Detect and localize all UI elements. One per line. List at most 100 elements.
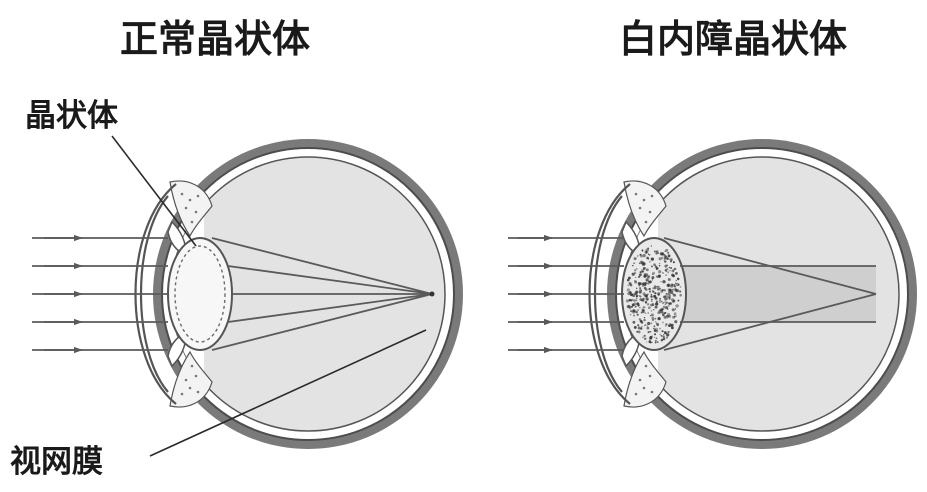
speckle bbox=[645, 297, 649, 301]
speckle bbox=[674, 287, 677, 290]
speckle bbox=[677, 299, 680, 302]
speckle bbox=[636, 302, 640, 306]
speckle bbox=[643, 317, 646, 319]
speckle bbox=[677, 284, 680, 286]
speckle bbox=[643, 318, 646, 322]
speckle bbox=[656, 287, 659, 290]
speckle bbox=[660, 335, 663, 337]
speckle bbox=[659, 327, 661, 330]
speckle bbox=[655, 322, 658, 325]
speckle bbox=[644, 301, 647, 304]
speckle bbox=[670, 267, 673, 269]
normal-eye bbox=[32, 139, 463, 449]
speckle bbox=[651, 298, 653, 301]
speckle bbox=[644, 284, 647, 287]
speckle bbox=[630, 310, 633, 313]
speckle bbox=[649, 315, 652, 317]
speckle bbox=[652, 290, 655, 293]
speckle bbox=[647, 253, 650, 255]
speckle bbox=[673, 315, 676, 318]
speckle bbox=[629, 283, 633, 287]
speckle bbox=[658, 264, 661, 267]
speckle bbox=[654, 305, 658, 309]
speckle bbox=[636, 268, 638, 270]
speckle bbox=[663, 333, 665, 336]
speckle bbox=[665, 268, 669, 271]
speckle bbox=[668, 330, 670, 333]
speckle bbox=[644, 323, 647, 326]
speckle bbox=[660, 281, 662, 283]
speckle bbox=[642, 266, 646, 270]
speckle bbox=[636, 330, 639, 333]
speckle bbox=[650, 322, 653, 325]
speckle bbox=[647, 330, 650, 334]
scattered-rays bbox=[663, 237, 877, 351]
speckle bbox=[631, 293, 633, 296]
speckle bbox=[673, 312, 677, 316]
speckle bbox=[666, 257, 669, 260]
speckle bbox=[675, 315, 678, 317]
speckle bbox=[672, 300, 675, 304]
speckle bbox=[653, 328, 655, 330]
speckle bbox=[653, 286, 657, 290]
speckle bbox=[629, 298, 632, 301]
speckle bbox=[660, 252, 664, 256]
speckle bbox=[639, 319, 643, 323]
speckle bbox=[647, 306, 651, 310]
speckle bbox=[668, 266, 671, 269]
speckle bbox=[665, 306, 669, 310]
speckle bbox=[655, 337, 658, 340]
speckle bbox=[651, 279, 653, 281]
incoming-rays bbox=[32, 234, 168, 354]
speckle bbox=[657, 274, 661, 278]
speckle bbox=[626, 278, 630, 282]
speckle bbox=[663, 288, 666, 292]
speckle bbox=[658, 270, 662, 274]
speckle bbox=[637, 309, 640, 312]
speckle bbox=[658, 310, 662, 314]
speckle bbox=[654, 339, 657, 343]
speckle bbox=[651, 335, 653, 337]
speckle bbox=[665, 274, 667, 276]
speckle bbox=[671, 298, 674, 302]
speckle bbox=[657, 316, 661, 321]
speckle bbox=[672, 274, 675, 278]
speckle bbox=[669, 258, 673, 261]
speckle bbox=[637, 276, 640, 278]
speckle bbox=[676, 277, 680, 281]
speckle bbox=[658, 299, 662, 303]
speckle bbox=[661, 256, 664, 260]
speckle bbox=[650, 310, 653, 312]
speckle bbox=[663, 253, 666, 256]
speckle bbox=[664, 250, 666, 253]
speckle bbox=[635, 290, 639, 294]
speckle bbox=[659, 252, 662, 254]
speckle bbox=[642, 336, 644, 339]
focal-point bbox=[429, 291, 435, 297]
speckle bbox=[661, 289, 664, 292]
speckle bbox=[670, 283, 674, 287]
speckle bbox=[633, 262, 635, 264]
speckle bbox=[665, 248, 669, 252]
speckle bbox=[646, 256, 649, 260]
speckle bbox=[633, 268, 637, 272]
speckle bbox=[642, 306, 645, 309]
speckle bbox=[635, 311, 638, 314]
speckle bbox=[665, 292, 668, 295]
focused-rays bbox=[211, 237, 433, 351]
speckle bbox=[663, 312, 667, 315]
speckle bbox=[638, 262, 641, 265]
speckle bbox=[663, 301, 665, 304]
speckle bbox=[655, 300, 659, 303]
speckle bbox=[650, 303, 653, 307]
speckle bbox=[627, 276, 631, 280]
speckle bbox=[667, 304, 670, 307]
speckle bbox=[653, 309, 655, 311]
normal-lens-title: 正常晶状体 bbox=[120, 17, 310, 61]
speckle bbox=[638, 284, 640, 287]
speckle bbox=[651, 265, 654, 268]
speckle bbox=[633, 325, 637, 329]
speckle bbox=[644, 294, 648, 298]
speckle bbox=[679, 293, 682, 297]
speckle bbox=[632, 310, 636, 314]
